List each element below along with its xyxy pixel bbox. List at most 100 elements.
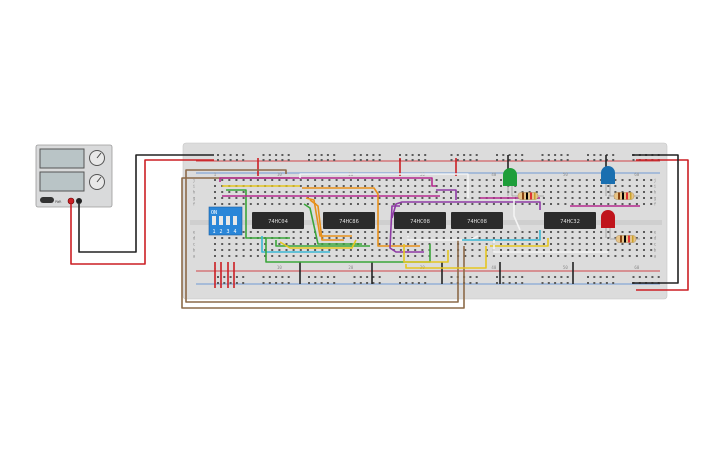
breadboard-hole[interactable] [450, 237, 452, 239]
breadboard-hole[interactable] [378, 185, 381, 187]
breadboard-hole[interactable] [566, 276, 569, 278]
breadboard-hole[interactable] [554, 154, 557, 156]
breadboard-hole[interactable] [638, 276, 641, 278]
breadboard-hole[interactable] [357, 185, 359, 187]
breadboard-hole[interactable] [264, 255, 267, 257]
breadboard-hole[interactable] [514, 159, 517, 161]
breadboard-hole[interactable] [314, 243, 317, 245]
breadboard-hole[interactable] [349, 203, 352, 205]
breadboard-hole[interactable] [321, 249, 324, 251]
breadboard-hole[interactable] [521, 237, 524, 239]
breadboard-hole[interactable] [578, 191, 581, 193]
breadboard-hole[interactable] [308, 282, 310, 284]
breadboard-hole[interactable] [435, 249, 438, 251]
breadboard-hole[interactable] [593, 237, 595, 239]
breadboard-hole[interactable] [292, 203, 295, 205]
breadboard-hole[interactable] [478, 255, 481, 257]
breadboard-hole[interactable] [364, 179, 367, 181]
breadboard-hole[interactable] [578, 249, 581, 251]
breadboard-hole[interactable] [564, 237, 567, 239]
breadboard-hole[interactable] [521, 243, 524, 245]
breadboard-hole[interactable] [521, 179, 524, 181]
breadboard-hole[interactable] [571, 203, 574, 205]
breadboard-hole[interactable] [578, 231, 581, 233]
breadboard-hole[interactable] [385, 231, 388, 233]
breadboard-hole[interactable] [456, 154, 459, 156]
breadboard-hole[interactable] [450, 154, 453, 156]
breadboard-hole[interactable] [478, 197, 481, 199]
breadboard-hole[interactable] [514, 243, 517, 245]
breadboard-hole[interactable] [500, 191, 502, 193]
dip-toggle-1[interactable] [212, 216, 216, 225]
breadboard-hole[interactable] [424, 154, 427, 156]
breadboard-hole[interactable] [228, 179, 231, 181]
breadboard-hole[interactable] [229, 276, 232, 278]
breadboard-hole[interactable] [605, 276, 608, 278]
breadboard-hole[interactable] [407, 197, 410, 199]
breadboard-hole[interactable] [364, 231, 367, 233]
breadboard-hole[interactable] [500, 203, 502, 205]
breadboard-hole[interactable] [632, 276, 635, 278]
breadboard-hole[interactable] [514, 231, 517, 233]
breadboard-hole[interactable] [335, 185, 338, 187]
breadboard-hole[interactable] [435, 243, 438, 245]
breadboard-hole[interactable] [435, 255, 438, 257]
breadboard-hole[interactable] [278, 203, 281, 205]
breadboard-hole[interactable] [478, 203, 481, 205]
breadboard-hole[interactable] [357, 197, 359, 199]
ic-74hc86[interactable]: 74HC86 [323, 212, 375, 229]
breadboard-hole[interactable] [414, 185, 417, 187]
breadboard-hole[interactable] [342, 249, 345, 251]
breadboard-hole[interactable] [528, 249, 531, 251]
breadboard-hole[interactable] [314, 191, 317, 193]
breadboard-hole[interactable] [249, 191, 252, 193]
breadboard-hole[interactable] [421, 255, 424, 257]
breadboard-hole[interactable] [314, 179, 317, 181]
breadboard-hole[interactable] [299, 197, 302, 199]
breadboard-hole[interactable] [542, 179, 545, 181]
breadboard-hole[interactable] [456, 159, 459, 161]
breadboard-hole[interactable] [442, 231, 445, 233]
breadboard-hole[interactable] [428, 191, 431, 193]
breadboard-hole[interactable] [417, 276, 420, 278]
breadboard-hole[interactable] [405, 276, 408, 278]
breadboard-hole[interactable] [268, 282, 271, 284]
breadboard-hole[interactable] [564, 197, 567, 199]
breadboard-hole[interactable] [500, 249, 502, 251]
breadboard-hole[interactable] [385, 255, 388, 257]
breadboard-hole[interactable] [378, 159, 381, 161]
breadboard-hole[interactable] [366, 276, 369, 278]
breadboard-hole[interactable] [407, 249, 410, 251]
breadboard-hole[interactable] [308, 276, 310, 278]
breadboard-hole[interactable] [500, 255, 502, 257]
breadboard-hole[interactable] [475, 282, 478, 284]
breadboard-hole[interactable] [335, 237, 338, 239]
breadboard-hole[interactable] [535, 255, 538, 257]
breadboard-hole[interactable] [371, 203, 374, 205]
breadboard-hole[interactable] [557, 243, 560, 245]
breadboard-hole[interactable] [371, 231, 374, 233]
breadboard-hole[interactable] [321, 179, 324, 181]
breadboard-hole[interactable] [635, 255, 638, 257]
breadboard-hole[interactable] [328, 237, 331, 239]
breadboard-hole[interactable] [635, 231, 638, 233]
breadboard-hole[interactable] [442, 185, 445, 187]
breadboard-hole[interactable] [349, 231, 352, 233]
breadboard-hole[interactable] [507, 249, 510, 251]
breadboard-hole[interactable] [357, 231, 359, 233]
breadboard-hole[interactable] [278, 249, 281, 251]
breadboard-hole[interactable] [593, 249, 595, 251]
breadboard-hole[interactable] [528, 185, 531, 187]
breadboard-hole[interactable] [308, 159, 310, 161]
breadboard-hole[interactable] [278, 179, 281, 181]
breadboard-hole[interactable] [587, 159, 589, 161]
breadboard-hole[interactable] [607, 255, 610, 257]
breadboard-hole[interactable] [607, 249, 610, 251]
breadboard-hole[interactable] [593, 243, 595, 245]
breadboard-hole[interactable] [500, 237, 502, 239]
breadboard-hole[interactable] [564, 185, 567, 187]
breadboard-hole[interactable] [217, 159, 219, 161]
breadboard-hole[interactable] [392, 231, 395, 233]
breadboard-hole[interactable] [235, 179, 238, 181]
breadboard-hole[interactable] [214, 179, 216, 181]
